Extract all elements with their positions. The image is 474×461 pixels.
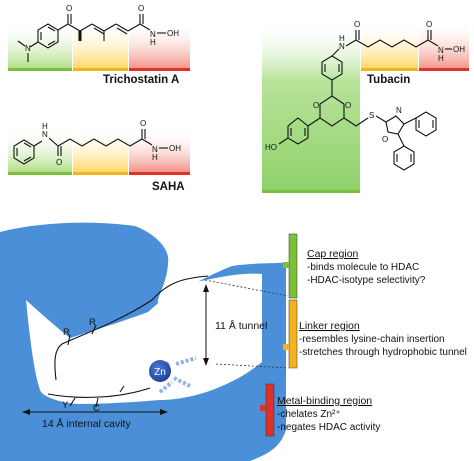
tubacin-phenyl-bottom [393, 145, 415, 171]
cap-region-description: Cap region -binds molecule to HDAC -HDAC… [307, 248, 426, 286]
tsa-hydroxamate-h: H [150, 38, 156, 47]
saha-cap-shade [8, 128, 72, 173]
saha-linker-shade [73, 128, 128, 173]
tsa-label: Trichostatin A [103, 74, 179, 86]
tubacin-chain [355, 39, 429, 48]
tsa-metal-bar [129, 68, 190, 71]
cap-region-bar [288, 233, 298, 299]
metal-region-line-1: -chelates Zn²⁺ [277, 409, 341, 420]
zinc-ion [149, 360, 171, 382]
saha-amide-n: N [42, 130, 48, 139]
cavity-label: 14 Å internal cavity [42, 417, 131, 430]
tubacin-phenyl-left [287, 117, 309, 145]
tubacin-hydroxamate-h: H [438, 54, 444, 63]
tubacin-hydroxamate-n: N [438, 46, 444, 55]
pocket-rim [54, 275, 209, 381]
tubacin-oxazole-n: N [396, 106, 402, 115]
tsa-linker-bar [73, 68, 128, 71]
saha-hydroxyl: OH [169, 144, 181, 153]
cap-region-line-1: -binds molecule to HDAC [307, 262, 419, 273]
tubacin-oxazole-o: O [382, 135, 388, 144]
metal-region-line-2: -negates HDAC activity [277, 422, 380, 433]
saha-cap-bar [8, 172, 72, 175]
tubacin-label: Tubacin [367, 74, 410, 86]
tsa-amine-n: N [25, 44, 31, 53]
tubacin-cap-bar [262, 190, 360, 193]
cap-region-title: Cap region [307, 248, 359, 260]
tubacin-dioxane-ring [319, 95, 345, 127]
tsa-ketone-o: O [66, 4, 72, 13]
cap-region-line-2: -HDAC-isotype selectivity? [307, 275, 426, 286]
tubacin-oxazole [385, 115, 405, 135]
saha-label: SAHA [152, 181, 185, 193]
linker-region-line-1: -resembles lysine-chain insertion [299, 334, 445, 345]
saha-hydroxamate-o: O [140, 119, 146, 128]
tubacin-hydroxamate-o: O [426, 20, 432, 29]
metal-region-bar [265, 383, 275, 437]
tsa-hydroxyl: OH [167, 29, 179, 38]
zinc-label: Zn [154, 367, 166, 378]
saha-metal-shade [129, 128, 190, 173]
tubacin-structure: N H O O N H OH O O HO S [262, 20, 469, 193]
tubacin-metal-shade [419, 20, 469, 70]
residue-r1: R [63, 327, 70, 338]
hdac-enzyme-pocket: R R Y C Zn 11 Å tunnel 14 Å internal cav… [0, 222, 289, 461]
tsa-linker-shade [73, 20, 128, 70]
tsa-metal-shade [129, 20, 190, 70]
tubacin-amide-o: O [354, 20, 360, 29]
tsa-amide-o: O [138, 4, 144, 13]
trichostatin-a-structure: N O O N H OH Trichostatin A [8, 4, 190, 86]
tubacin-amide-h: H [339, 34, 345, 43]
residue-r2: R [89, 317, 96, 328]
region-bars [260, 233, 298, 437]
tubacin-sulfur: S [369, 111, 374, 120]
tubacin-dioxane-o2: O [313, 101, 319, 110]
metal-region-title: Metal-binding region [277, 395, 372, 407]
pocket-cavity [26, 273, 262, 404]
saha-chain [57, 138, 143, 147]
residue-c: C [93, 403, 100, 414]
saha-hydroxamate-n: N [152, 145, 158, 154]
saha-amide-o: O [56, 158, 62, 167]
linker-region-title: Linker region [299, 320, 360, 332]
saha-amide-h: H [42, 122, 48, 131]
residue-y: Y [62, 400, 69, 411]
linker-region-bar [288, 299, 298, 369]
tsa-hydroxamate-n: N [150, 30, 156, 39]
tsa-cap-bar [8, 68, 72, 71]
tubacin-phenyl-right [415, 111, 437, 137]
tubacin-dioxane-o1: O [345, 101, 351, 110]
tubacin-hydroxymethyl: HO [265, 143, 277, 152]
tunnel-label: 11 Å tunnel [215, 319, 267, 332]
tubacin-amide-n: N [339, 42, 345, 51]
tubacin-metal-bar [419, 68, 469, 71]
linker-region-description: Linker region -resembles lysine-chain in… [299, 320, 467, 358]
linker-region-line-2: -stretches through hydrophobic tunnel [299, 347, 467, 358]
tubacin-linker-bar [361, 68, 418, 71]
tubacin-hydroxyl: OH [453, 45, 465, 54]
saha-linker-bar [73, 172, 128, 175]
metal-region-description: Metal-binding region -chelates Zn²⁺ -neg… [277, 395, 380, 433]
saha-hydroxamate-h: H [152, 153, 158, 162]
saha-structure: N H O O N H OH SAHA [8, 119, 190, 193]
saha-metal-bar [129, 172, 190, 175]
